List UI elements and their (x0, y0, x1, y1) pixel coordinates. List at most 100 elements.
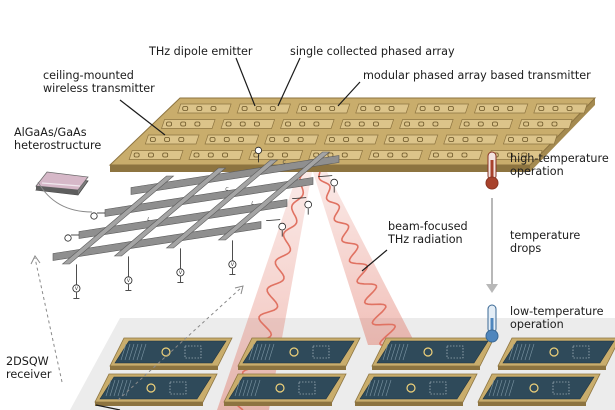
mesh-lead (292, 197, 307, 199)
pcb-trace (125, 379, 132, 397)
pcb-trace (120, 343, 127, 361)
tile-surface (458, 119, 514, 129)
label-temp-drops: temperature drops (510, 229, 580, 255)
thz-dipole-emitter (417, 137, 423, 142)
inductor-symbol: L (251, 200, 254, 206)
thz-dipole-emitter (182, 106, 189, 111)
receiver-board (94, 373, 218, 406)
receiver-board-edge (372, 366, 480, 370)
transmitter-tile (236, 103, 291, 114)
label-modular-transmitter: modular phased array based transmitter (363, 69, 591, 82)
receiver-chip (275, 383, 285, 393)
mesh-strip-horizontal (104, 177, 314, 217)
thz-wave (318, 171, 397, 347)
thz-dipole-emitter (476, 137, 483, 142)
receiver-boards (94, 337, 615, 406)
mesh-strip-vertical (165, 159, 279, 249)
thz-dipole-emitter (493, 106, 499, 111)
receiver-chip (423, 347, 433, 357)
tile-surface (177, 103, 232, 114)
thz-dipole-emitter (341, 152, 348, 158)
receiver-board-edge (498, 366, 606, 370)
pcb-trace (256, 343, 263, 361)
thz-dipole-emitter (463, 121, 470, 127)
thz-dipole-emitter (148, 152, 154, 158)
pcb-trace (496, 379, 503, 397)
receiver-board-edge (110, 366, 218, 370)
receiver-board-edge (95, 402, 203, 406)
pcb-trace (382, 343, 389, 361)
label-heterostructure: AlGaAs/GaAs heterostructure (14, 126, 101, 152)
thz-dipole-emitter (447, 152, 454, 158)
pcb-trace (398, 343, 405, 361)
mesh-strip-vertical (113, 167, 227, 257)
receiver-board (223, 373, 347, 406)
transmitter-board-side (110, 165, 530, 172)
label-ceiling-transmitter: ceiling-mounted wireless transmitter (43, 69, 155, 95)
thz-dipole-emitter (301, 106, 307, 111)
label-beam-line1: beam-focused (388, 220, 468, 233)
voltage-source-icon (228, 260, 237, 269)
label-high-temp-line1: high-temperature (510, 152, 609, 165)
receiver-pad-array (572, 345, 590, 359)
pcb-trace (136, 343, 143, 361)
thz-dipole-emitter (373, 152, 379, 158)
transmitter-tile (355, 103, 410, 114)
thz-dipole-emitter (178, 137, 185, 142)
pcb-trace (504, 379, 511, 397)
receiver-board-edge (355, 402, 463, 406)
thz-dipole-emitter (537, 121, 544, 127)
transmitter-tile (473, 103, 529, 114)
thz-dipole-emitter (551, 121, 558, 127)
pcb-trace (246, 379, 253, 397)
receiver-board-edge (238, 366, 346, 370)
pcb-trace (121, 379, 128, 397)
pcb-trace (520, 343, 527, 361)
label-high-temp: high-temperature operation (510, 152, 609, 178)
pcb-trace (492, 379, 499, 397)
label-beam: beam-focused THz radiation (388, 220, 468, 246)
thz-dipole-emitter (522, 137, 529, 142)
thz-dipole-emitter (164, 137, 170, 142)
thz-dipole-emitter (329, 106, 336, 111)
tile-surface (414, 103, 469, 114)
transmitter-tile (427, 150, 483, 160)
pcb-trace (524, 343, 531, 361)
label-low-temp: low-temperature operation (510, 305, 603, 331)
thz-dipole-emitter (357, 137, 364, 142)
voltage-source-icon (124, 276, 133, 285)
transmitter-tile (323, 134, 379, 145)
thz-dipole-emitter (193, 152, 200, 158)
thz-dipole-emitter (210, 106, 217, 111)
pcb-trace (512, 343, 519, 361)
thz-dipole-emitter (225, 121, 232, 127)
transmitter-tile (204, 134, 260, 145)
tile-surface (427, 150, 483, 160)
pcb-trace (264, 343, 271, 361)
thz-dipole-emitter (462, 137, 469, 142)
thz-dipole-emitter (299, 121, 306, 127)
voltage-source-icon (304, 200, 313, 209)
receiver-chip (146, 383, 156, 393)
voltage-source-icon (64, 234, 72, 242)
receiver-pad-array (552, 381, 570, 395)
thz-dipole-emitter (461, 152, 468, 158)
transmitter-tile (518, 119, 573, 129)
pcb-trace (373, 379, 380, 397)
tile-surface (220, 119, 276, 129)
label-heterostructure-line2: heterostructure (14, 139, 102, 152)
thz-dipole-emitter (239, 121, 246, 127)
thz-dipole-emitter (477, 121, 484, 127)
transmitter-tile (368, 150, 423, 160)
voltage-source-symbol: V (179, 270, 183, 276)
thz-dipole-emitter (388, 137, 395, 142)
thz-dipole-emitter (223, 137, 230, 142)
pcb-trace (252, 343, 259, 361)
thz-dipole-emitter (479, 106, 485, 111)
thz-dipole-emitter (196, 106, 203, 111)
thz-dipole-emitter (447, 106, 454, 111)
tile-surface (473, 103, 529, 114)
thermometer-cold-icon (485, 304, 499, 343)
